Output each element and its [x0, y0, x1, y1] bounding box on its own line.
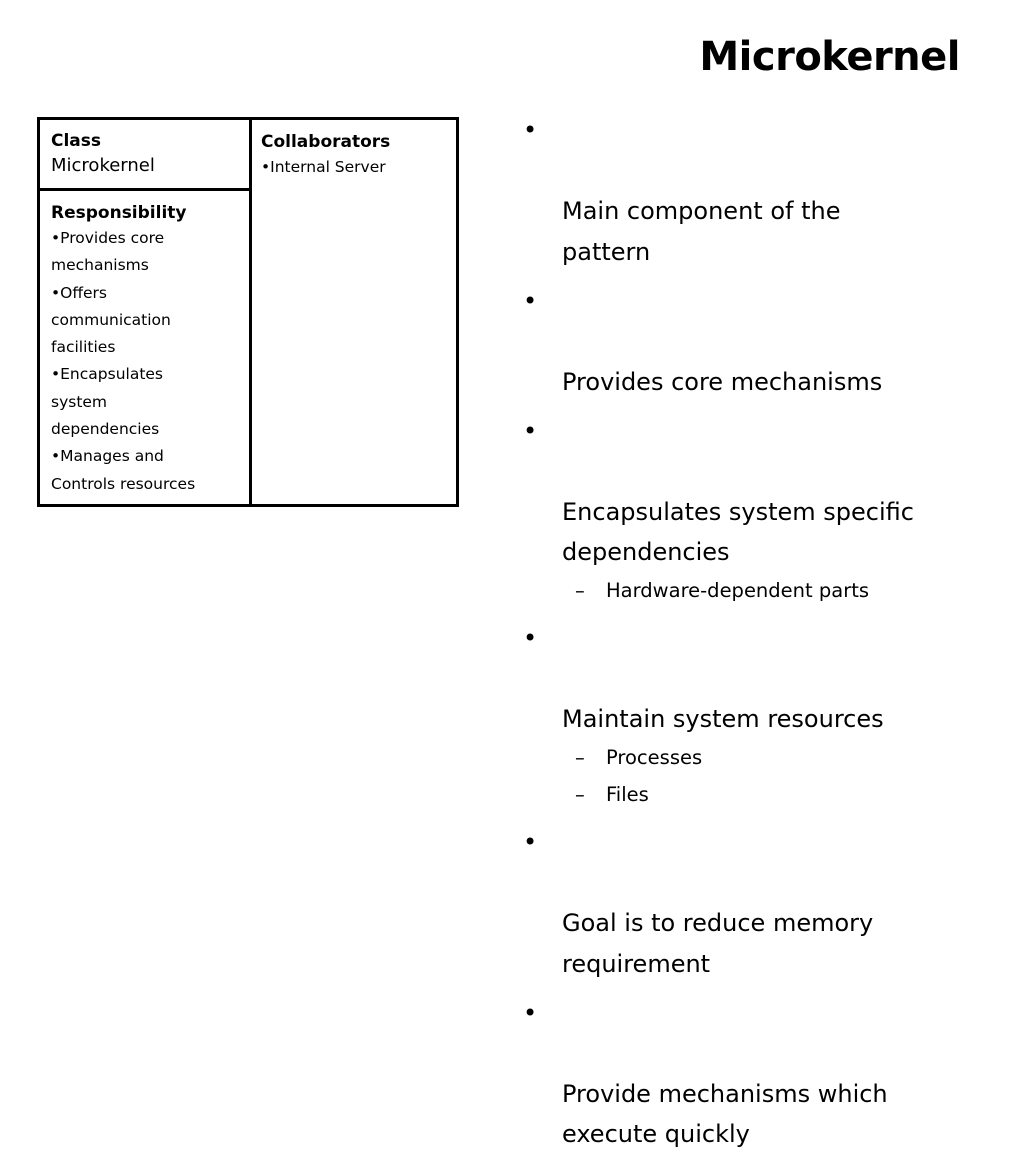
crc-responsibility-item: •Encapsulates system dependencies [51, 365, 164, 439]
bullet-list: • Main component of the pattern • Provid… [516, 110, 986, 1163]
crc-collaborators-section: Collaborators •Internal Server [261, 130, 453, 181]
sub-bullet-marker: – [575, 746, 585, 769]
sub-bullet-text: Files [606, 783, 649, 806]
crc-row-divider [40, 188, 250, 191]
crc-class-section: Class Microkernel [51, 129, 241, 179]
bullet-item: • Main component of the pattern [516, 110, 986, 272]
bullet-text: Provide mechanisms which execute quickly [562, 1079, 888, 1149]
sub-bullet-marker: – [575, 783, 585, 806]
sub-bullet-item: – Files [516, 781, 986, 808]
bullet-marker: • [523, 416, 538, 445]
sub-bullet-marker: – [575, 579, 585, 602]
sub-bullet-item: – Processes [516, 744, 986, 771]
bullet-text: Maintain system resources [562, 705, 884, 733]
bullet-item: • Goal is to reduce memory requirement [516, 822, 986, 984]
bullet-marker: • [523, 624, 538, 652]
sub-bullet-text: Hardware-dependent parts [606, 579, 870, 602]
crc-card: Class Microkernel Responsibility •Provid… [37, 117, 459, 507]
bullet-marker: • [523, 286, 538, 315]
bullet-marker: • [523, 828, 538, 856]
crc-class-name: Microkernel [51, 155, 155, 176]
slide-title: Microkernel [699, 34, 960, 80]
bullet-marker: • [523, 116, 538, 144]
bullet-item: • Provide mechanisms which execute quick… [516, 993, 986, 1155]
crc-responsibility-item: •Manages and Controls resources [51, 447, 196, 493]
bullet-text: Goal is to reduce memory requirement [562, 909, 874, 978]
sub-bullet-item: – Hardware-dependent parts [516, 577, 986, 604]
bullet-item: • Maintain system resources [516, 618, 986, 740]
crc-responsibility-item: •Provides core mechanisms [51, 229, 165, 275]
bullet-item: • Encapsulates system specific dependenc… [516, 411, 986, 573]
sub-bullet-text: Processes [606, 746, 703, 769]
crc-responsibility-section: Responsibility •Provides core mechanisms… [51, 201, 245, 498]
bullet-text: Main component of the pattern [562, 197, 841, 266]
crc-responsibility-item: •Offers communication facilities [51, 283, 171, 357]
crc-responsibility-label: Responsibility [51, 203, 187, 223]
bullet-text: Encapsulates system specific dependencie… [562, 497, 914, 567]
crc-class-label: Class [51, 131, 102, 151]
crc-collaborators-label: Collaborators [261, 132, 391, 152]
crc-collaborator-item: •Internal Server [261, 158, 386, 176]
bullet-text: Provides core mechanisms [562, 367, 883, 396]
bullet-item: • Provides core mechanisms [516, 281, 986, 403]
crc-column-divider [249, 120, 252, 504]
bullet-marker: • [523, 998, 538, 1027]
